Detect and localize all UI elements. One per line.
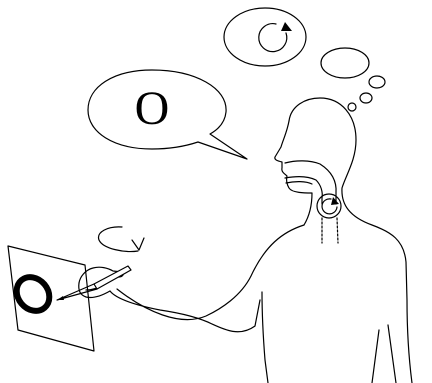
thought-bubble (224, 8, 385, 111)
gesture-circular-arrow-icon (99, 227, 144, 252)
hand-with-pen (57, 266, 131, 300)
speech-letter: O (135, 82, 170, 135)
vocal-tract (285, 161, 341, 243)
paper-sheet: O (8, 246, 94, 351)
speech-bubble: O (88, 70, 247, 159)
paper-letter (10, 271, 56, 318)
